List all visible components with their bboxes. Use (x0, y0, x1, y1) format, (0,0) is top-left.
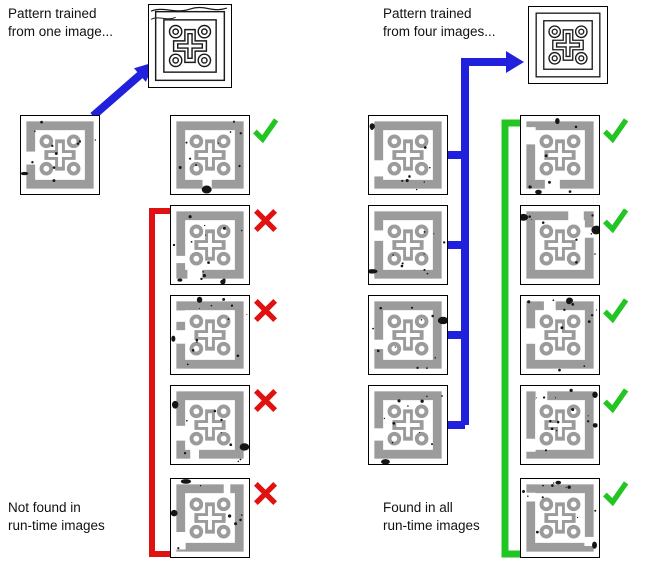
cross-icon (252, 480, 279, 507)
right-footer-label: Found in all run-time images (383, 500, 480, 533)
blue-four-image-connector (446, 51, 524, 429)
left-source-image-1 (20, 115, 100, 195)
cross-icon (252, 207, 279, 234)
right-runtime-image-1 (520, 115, 600, 195)
green-found-bracket (501, 119, 532, 558)
right-runtime-image-3 (520, 295, 600, 375)
cross-icon (252, 297, 279, 324)
red-not-found-bracket (149, 208, 185, 557)
check-icon (252, 117, 279, 144)
right-source-image-1 (368, 115, 448, 195)
right-source-image-3 (368, 295, 448, 375)
check-icon (602, 117, 629, 144)
right-source-image-2 (368, 205, 448, 285)
right-runtime-image-2 (520, 205, 600, 285)
check-icon (602, 387, 629, 414)
cross-icon (252, 387, 279, 414)
check-icon (602, 207, 629, 234)
right-source-image-4 (368, 385, 448, 465)
trained-pattern-four-images (528, 6, 608, 84)
right-title: Pattern trained from four images... (383, 6, 496, 39)
left-title: Pattern trained from one image... (8, 6, 114, 39)
right-runtime-image-5 (520, 478, 600, 558)
left-runtime-image-1 (170, 115, 250, 195)
left-runtime-image-4 (170, 385, 250, 465)
left-footer-label: Not found in run-time images (8, 500, 105, 533)
right-runtime-image-4 (520, 385, 600, 465)
trained-pattern-one-image (148, 4, 232, 88)
left-runtime-image-5 (170, 478, 250, 558)
left-runtime-image-3 (170, 295, 250, 375)
left-runtime-image-2 (170, 205, 250, 285)
check-icon (602, 297, 629, 324)
check-icon (602, 480, 629, 507)
